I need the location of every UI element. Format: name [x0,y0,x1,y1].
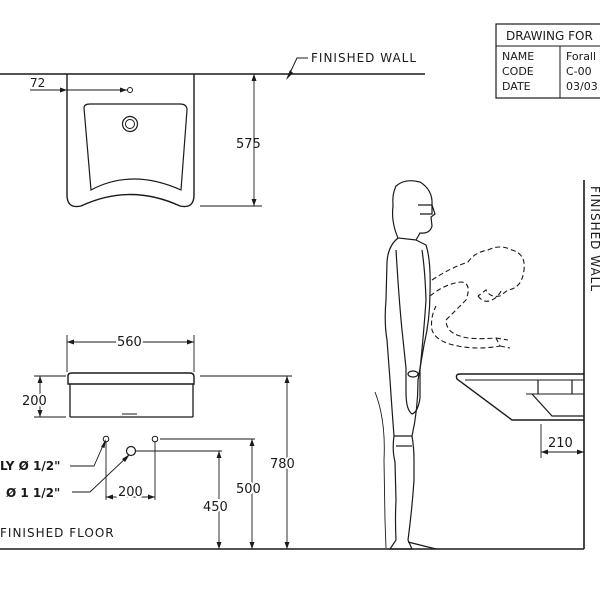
dim-basin-depth: 575 [236,137,261,152]
title-key-code: CODE [502,65,534,78]
reaching-person-dashed-figure [429,246,525,349]
supply-point-right-icon [151,435,159,443]
side-elevation: FINISHED WALL 210 [374,180,600,550]
dim-basin-height: 200 [22,394,47,409]
waste-point-icon [125,445,137,457]
plan-view: FINISHED WALL 72 575 [0,51,425,208]
drain-outer-icon [121,115,139,133]
wall-bracket [531,380,584,417]
basin-plan-outline [66,74,195,208]
waste-label: Ø 1 1/2" [6,486,60,500]
dim-tap-offset: 72 [30,76,45,90]
title-block: DRAWING FOR NAME Forall CODE C-00 DATE 0… [495,23,600,99]
tap-hole-icon [127,87,133,93]
front-elevation: 560 200 780 500 45 [0,333,584,550]
finished-wall-label-right: FINISHED WALL [588,186,600,292]
dim-pipe-spacing: 200 [118,485,143,500]
basin-side-profile [455,373,584,421]
drain-inner-icon [125,119,135,129]
dim-rim-height: 780 [270,457,295,472]
title-value-name: Forall [566,50,596,63]
dim-supply-height: 500 [236,482,261,497]
dim-basin-width: 560 [117,335,142,350]
title-value-code: C-00 [566,65,592,78]
title-value-date: 03/03 [566,80,598,93]
standing-person-figure [374,180,437,550]
finished-floor-label: FINISHED FLOOR [0,526,115,540]
basin-front-outline [67,372,195,385]
title-heading: DRAWING FOR [506,29,593,43]
dim-waste-height: 450 [203,500,228,515]
finished-wall-label-top: FINISHED WALL [311,51,417,65]
dim-bracket-depth: 210 [548,436,573,451]
supply-label: LY Ø 1/2" [0,459,60,473]
basin-plan-bowl [83,103,188,191]
title-key-name: NAME [502,50,534,63]
title-key-date: DATE [502,80,531,93]
supply-point-left-icon [102,435,110,443]
